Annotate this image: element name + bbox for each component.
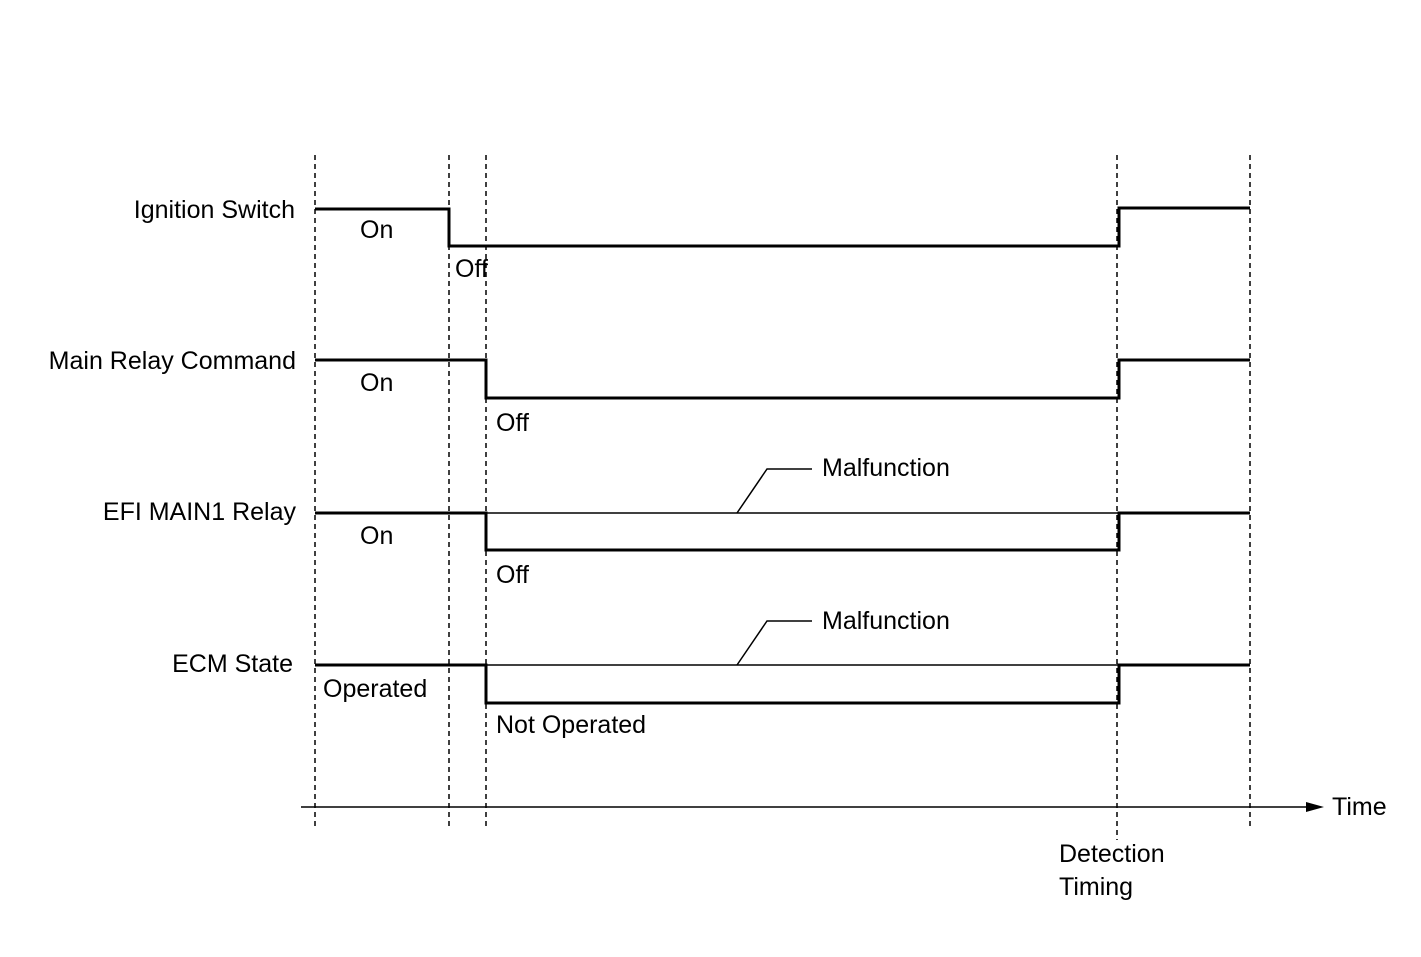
waveform — [315, 206, 1250, 248]
low-label: Off — [496, 409, 529, 437]
low-label: Off — [455, 255, 488, 283]
low-label: Off — [496, 561, 529, 589]
malfunction-label: Malfunction — [822, 607, 950, 635]
high-label: On — [360, 369, 393, 397]
detection-label-line1: Detection — [1059, 840, 1165, 868]
signal-name: Main Relay Command — [49, 347, 296, 375]
signal-name: ECM State — [172, 650, 293, 678]
signal-name: EFI MAIN1 Relay — [103, 498, 297, 526]
detection-timing-label: Detection Timing — [1059, 840, 1165, 901]
signal-name: Ignition Switch — [134, 196, 295, 224]
high-label: On — [360, 216, 393, 244]
malfunction-label: Malfunction — [822, 454, 950, 482]
signal-efi-main1-relay: EFI MAIN1 Relay Malfunction On Off — [103, 454, 1250, 589]
signal-ecm-state: ECM State Malfunction Operated Not Opera… — [172, 607, 1250, 739]
time-axis-label: Time — [1332, 793, 1387, 821]
malfunction-leader — [736, 620, 812, 666]
arrow-right-icon — [1306, 802, 1324, 812]
guide-lines — [314, 155, 1251, 840]
low-label: Not Operated — [496, 711, 646, 739]
high-label: On — [360, 522, 393, 550]
waveform — [315, 663, 1250, 705]
time-axis: Time — [301, 793, 1387, 821]
signal-main-relay-command: Main Relay Command On Off — [49, 347, 1250, 437]
signal-ignition-switch: Ignition Switch On Off — [134, 196, 1250, 283]
waveform — [315, 511, 1250, 552]
malfunction-leader — [736, 468, 812, 514]
detection-label-line2: Timing — [1059, 873, 1133, 901]
waveform — [315, 358, 1250, 400]
high-label: Operated — [323, 675, 427, 703]
